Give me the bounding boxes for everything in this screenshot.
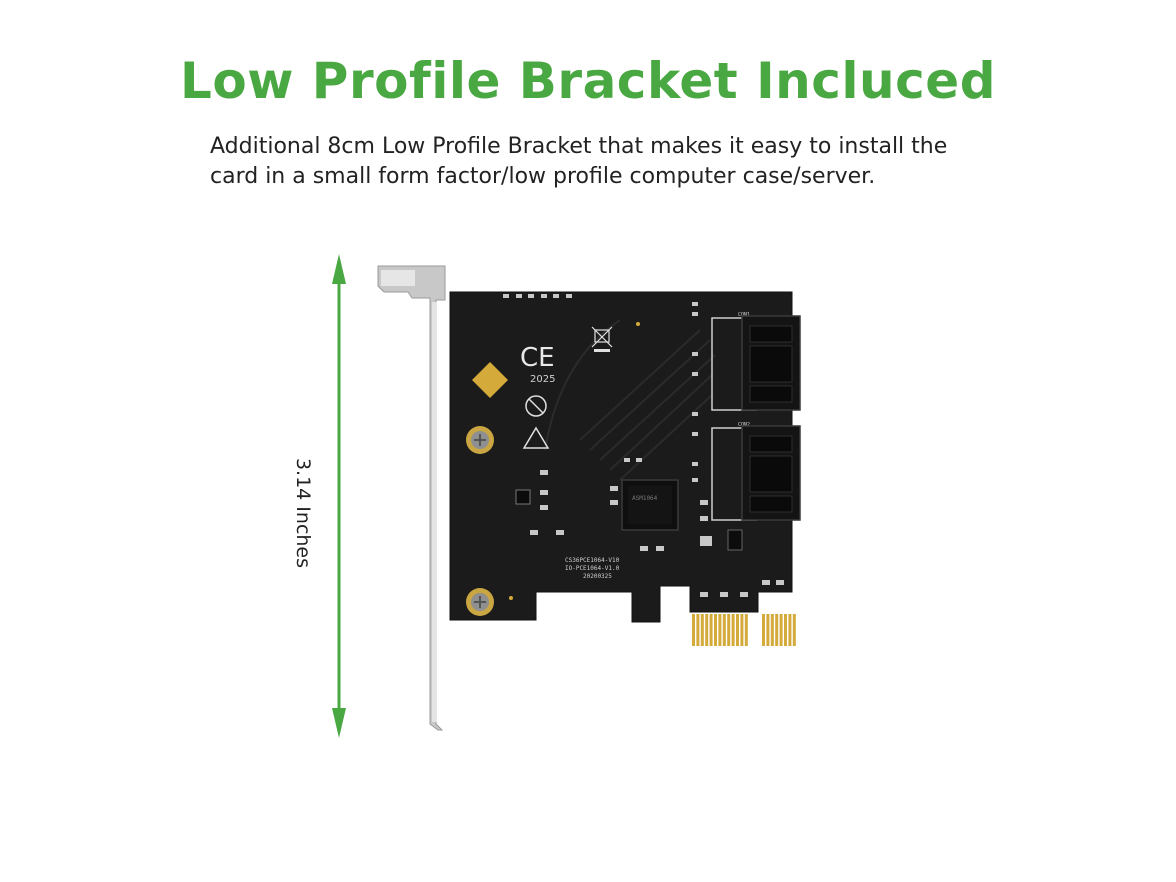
rev-text: IO-PCE1064-V1.0 — [565, 565, 620, 572]
model-text: CS36PCE1064-V10 — [565, 557, 620, 564]
gold-finger — [705, 614, 709, 646]
gold-finger — [700, 614, 704, 646]
gold-finger — [731, 614, 735, 646]
gold-finger — [718, 614, 722, 646]
sata-port-bottom — [711, 425, 801, 521]
gold-finger — [784, 614, 787, 646]
gold-finger — [766, 614, 770, 646]
pcb-board: CE 2025 ASM1064 — [449, 291, 801, 646]
sata-port-top — [711, 315, 801, 411]
ce-mark: CE — [520, 343, 555, 373]
screw-top — [466, 426, 494, 454]
gold-finger — [736, 614, 739, 646]
gold-finger — [792, 614, 796, 646]
port-label-2: CON2 — [738, 422, 750, 428]
gold-finger — [744, 614, 748, 646]
gold-finger — [714, 614, 717, 646]
gold-finger — [762, 614, 765, 646]
date-text: 20200325 — [583, 573, 612, 580]
gold-finger — [709, 614, 713, 646]
port-label-1: CON1 — [738, 312, 750, 318]
pcie-gold-fingers — [692, 614, 796, 646]
year-mark: 2025 — [530, 374, 555, 385]
gold-finger — [740, 614, 744, 646]
gold-finger — [722, 614, 726, 646]
gold-finger — [727, 614, 731, 646]
gold-finger — [779, 614, 783, 646]
svg-text:ASM1064: ASM1064 — [632, 495, 658, 502]
gold-finger — [692, 614, 695, 646]
gold-finger — [788, 614, 792, 646]
gold-finger — [770, 614, 774, 646]
description-text: Additional 8cm Low Profile Bracket that … — [210, 134, 948, 189]
low-profile-bracket — [377, 265, 446, 731]
gold-finger — [696, 614, 700, 646]
dimension-arrow — [332, 254, 346, 738]
page-title: Low Profile Bracket Incluced — [179, 52, 996, 110]
screw-bottom — [466, 588, 494, 616]
gold-finger — [775, 614, 779, 646]
controller-chip: ASM1064 — [621, 479, 679, 531]
